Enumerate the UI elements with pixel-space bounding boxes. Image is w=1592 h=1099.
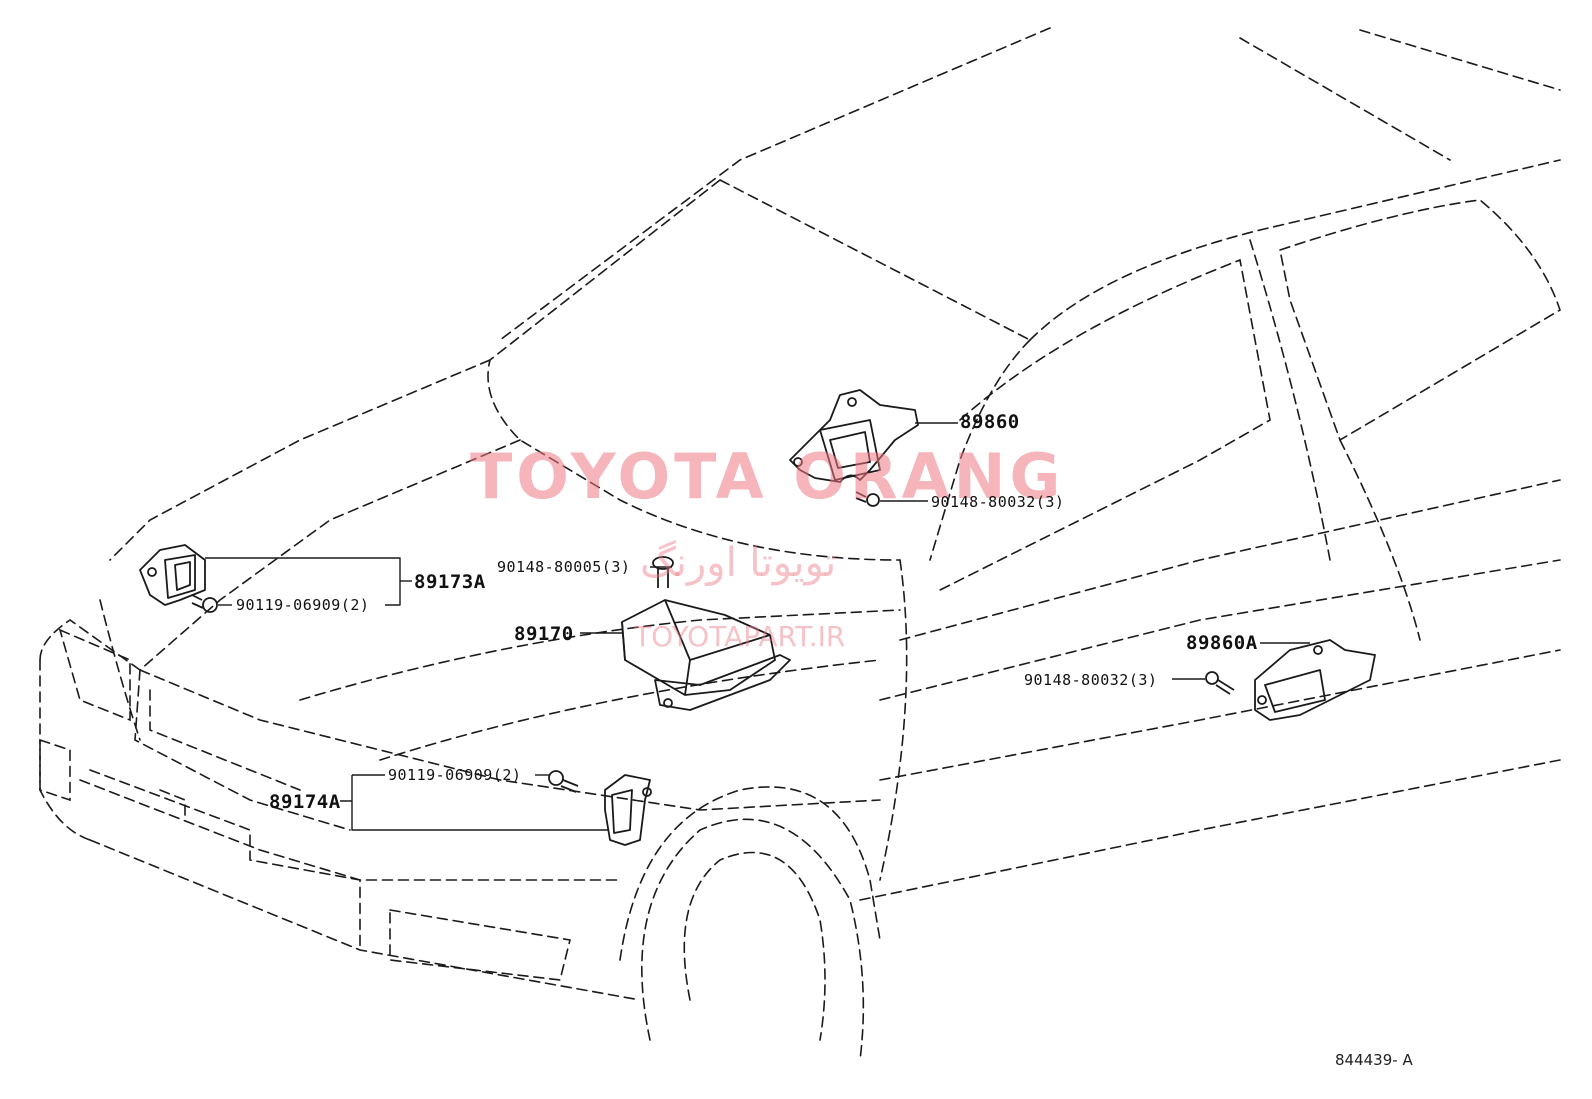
- bolt-90148-80032-top-icon[interactable]: [855, 491, 880, 507]
- grille: [134, 669, 351, 831]
- part-89860-sensor[interactable]: [789, 389, 919, 483]
- front-window: [939, 258, 1271, 591]
- tire-outer: [641, 818, 865, 1061]
- fender-crease: [99, 599, 141, 741]
- bumper-left: [39, 659, 91, 841]
- hood-left-edge: [109, 359, 491, 561]
- b-pillar: [1249, 239, 1331, 561]
- intake: [89, 769, 361, 951]
- windshield-top: [719, 179, 1031, 341]
- bumper-lower: [79, 779, 621, 881]
- side-line-2: [879, 649, 1561, 781]
- rocker: [859, 759, 1561, 901]
- label-90148-80032-top[interactable]: 90148-80032(3): [931, 493, 1065, 511]
- hood-crease: [299, 609, 901, 701]
- label-89170[interactable]: 89170: [514, 623, 574, 645]
- roof-rear-line: [1239, 37, 1451, 161]
- bolt-90119-06909-top-icon[interactable]: [191, 594, 218, 613]
- diagram-reference: 844439- A: [1335, 1051, 1413, 1069]
- fog-lamp-right: [389, 909, 571, 981]
- front-door-edge: [879, 559, 908, 881]
- watermark-persian: تویوتا اورنگ: [640, 540, 837, 586]
- roof-outline: [499, 27, 1051, 341]
- part-89174A-sensor[interactable]: [604, 774, 652, 846]
- hood-mid: [379, 659, 881, 761]
- fog-lamp-left: [39, 738, 71, 802]
- label-90119-06909-top[interactable]: 90119-06909(2): [236, 596, 370, 614]
- windshield-left: [487, 179, 901, 561]
- bolt-90119-06909-bottom-icon[interactable]: [548, 770, 579, 793]
- leader-lines: [205, 422, 1310, 831]
- hood-front: [139, 669, 881, 811]
- roof-right: [1029, 159, 1561, 341]
- label-90148-80032-right[interactable]: 90148-80032(3): [1024, 671, 1158, 689]
- wheel-arch: [619, 786, 881, 961]
- tire-inner: [683, 851, 826, 1041]
- part-89173A-sensor[interactable]: [139, 544, 206, 606]
- hood-line: [139, 439, 521, 671]
- grille-inner: [149, 689, 301, 791]
- beltline: [899, 479, 1561, 641]
- part-89170-ecu[interactable]: [621, 599, 791, 711]
- label-89173A[interactable]: 89173A: [414, 571, 486, 593]
- side-line-1: [879, 559, 1561, 701]
- label-89174A[interactable]: 89174A: [269, 791, 341, 813]
- part-89860A-sensor[interactable]: [1254, 639, 1376, 721]
- watermark-brand: TOYOTA ORANG: [470, 440, 1065, 513]
- label-90148-80005[interactable]: 90148-80005(3): [497, 558, 631, 576]
- roof-edge: [1359, 29, 1561, 91]
- bumper-mark: [159, 789, 186, 816]
- bumper-bottom: [89, 839, 641, 1001]
- label-89860A[interactable]: 89860A: [1186, 632, 1258, 654]
- watermark-site: TOYOTAPART.IR: [634, 620, 846, 653]
- headlamp: [58, 628, 131, 722]
- bolt-90148-80005-icon[interactable]: [652, 556, 674, 588]
- rear-door-line: [1339, 439, 1421, 641]
- label-89860[interactable]: 89860: [960, 411, 1020, 433]
- bumper-top: [39, 619, 141, 671]
- rear-window: [1279, 199, 1561, 442]
- bolt-90148-80032-right-icon[interactable]: [1205, 671, 1235, 695]
- label-90119-06909-bottom[interactable]: 90119-06909(2): [388, 766, 522, 784]
